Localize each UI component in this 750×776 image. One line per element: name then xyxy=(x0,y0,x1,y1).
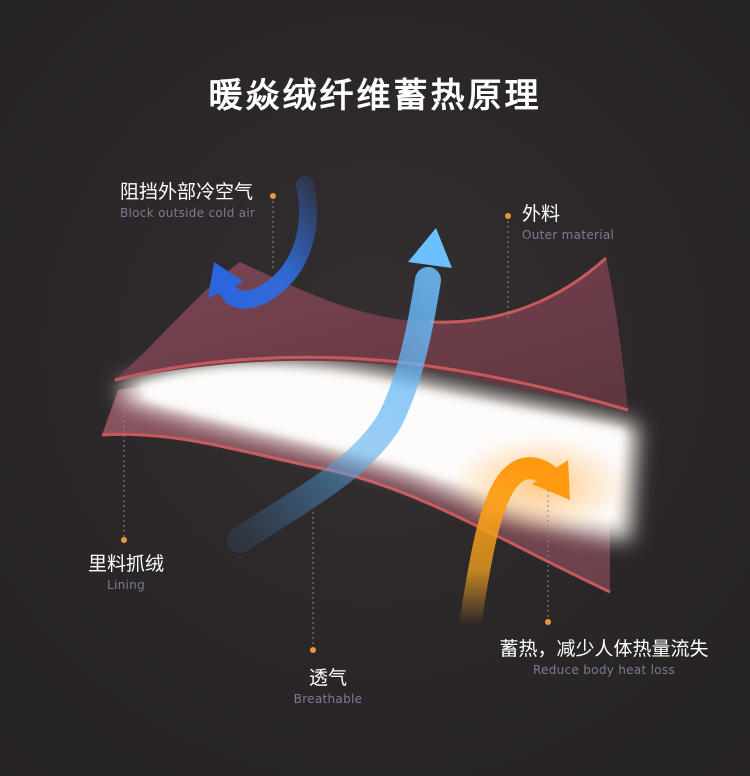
label-outer-material: 外料 Outer material xyxy=(522,202,614,244)
label-block-cold-air: 阻挡外部冷空气 Block outside cold air xyxy=(120,180,255,222)
label-lining-cn: 里料抓绒 xyxy=(70,552,182,576)
label-block-cn: 阻挡外部冷空气 xyxy=(120,180,255,204)
label-outer-cn: 外料 xyxy=(522,202,614,226)
label-heat-cn: 蓄热，减少人体热量流失 xyxy=(490,637,718,661)
label-breathable-en: Breathable xyxy=(270,690,386,708)
label-heat-retention: 蓄热，减少人体热量流失 Reduce body heat loss xyxy=(490,637,718,679)
label-lining: 里料抓绒 Lining xyxy=(70,552,182,594)
label-breathable-cn: 透气 xyxy=(270,666,386,690)
label-heat-en: Reduce body heat loss xyxy=(490,661,718,679)
label-outer-en: Outer material xyxy=(522,226,614,244)
label-block-en: Block outside cold air xyxy=(120,204,255,222)
label-lining-en: Lining xyxy=(70,576,182,594)
label-breathable: 透气 Breathable xyxy=(270,666,386,708)
